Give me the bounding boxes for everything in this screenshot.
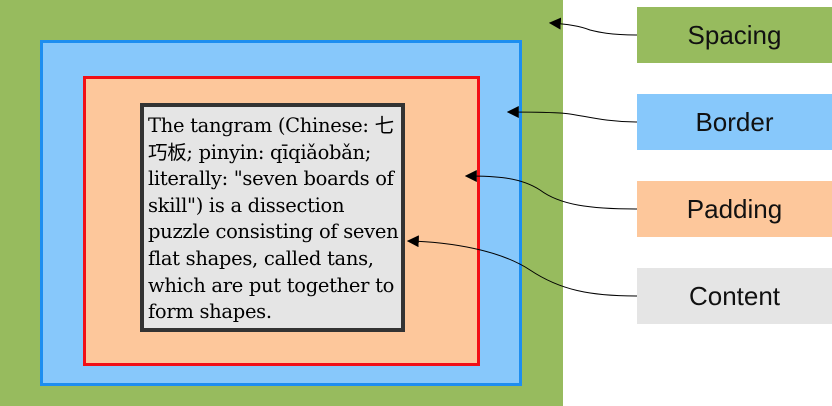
legend-border: Border	[637, 94, 832, 150]
content-text: The tangram (Chinese: 七 巧板; pinyin: qīqi…	[140, 103, 405, 332]
legend-spacing: Spacing	[637, 7, 832, 63]
arrow-spacing	[548, 17, 638, 36]
legend-padding: Padding	[637, 181, 832, 237]
legend-content: Content	[637, 268, 832, 324]
